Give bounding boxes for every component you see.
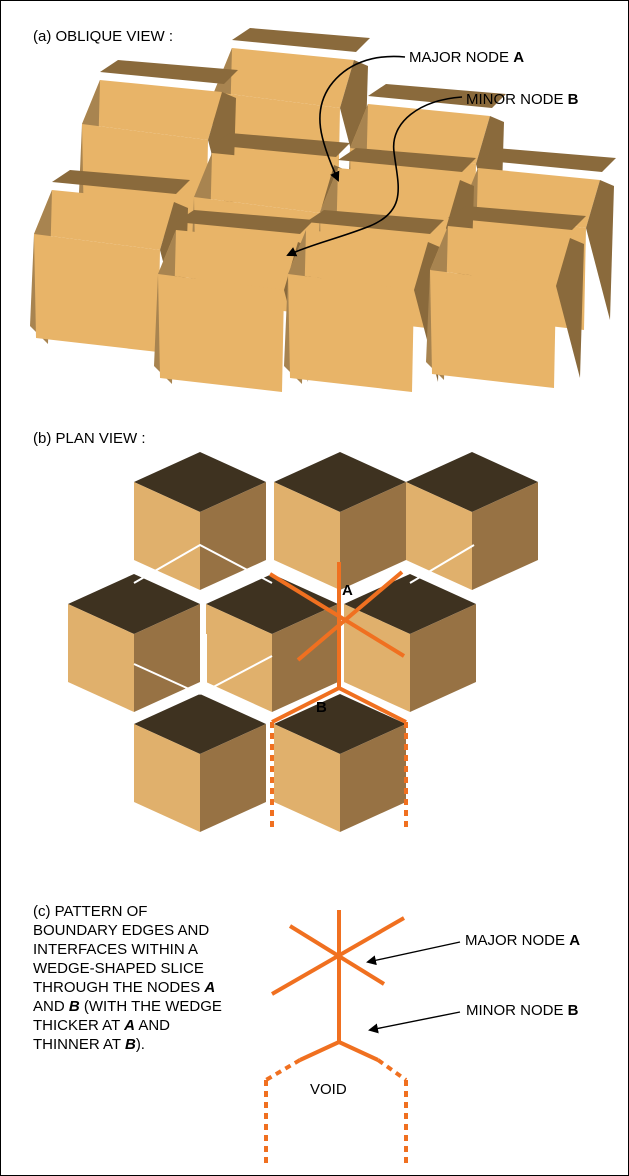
boundary-edge-dashed: [266, 1060, 300, 1080]
boundary-edge: [300, 1042, 339, 1060]
major-node-arrow: [368, 942, 460, 962]
boundary-edge: [339, 1042, 378, 1060]
void-label: VOID: [310, 1081, 347, 1098]
orange-boundary-pattern: [266, 910, 406, 1168]
boundary-edge-dashed: [378, 1060, 406, 1080]
minor-node-arrow: [370, 1012, 460, 1030]
